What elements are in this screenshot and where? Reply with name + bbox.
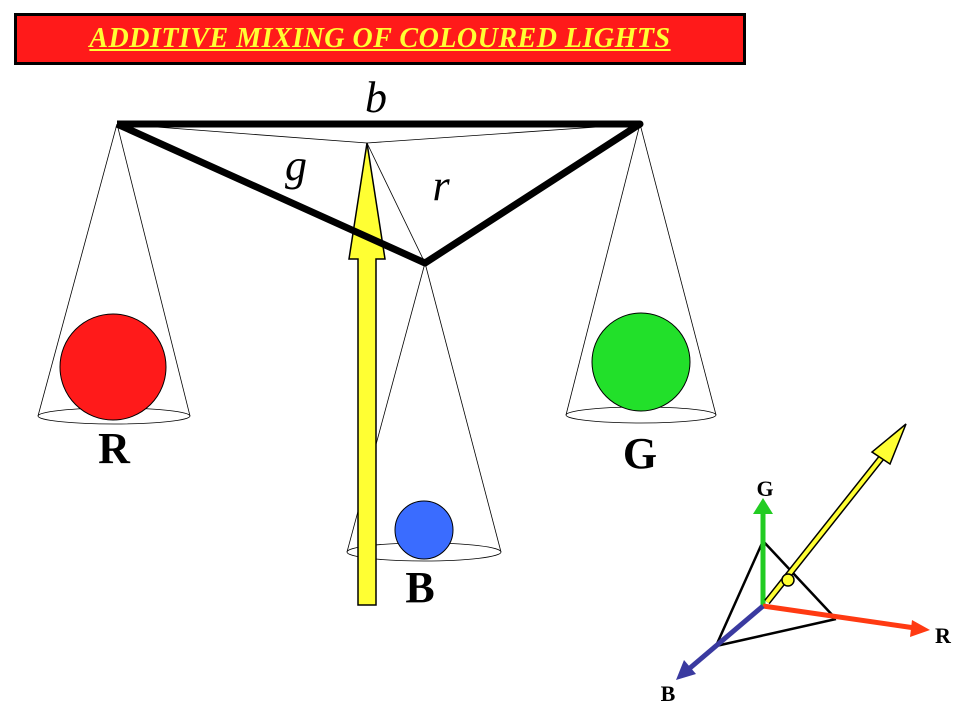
red-light-ball — [59, 313, 167, 421]
small-arrow-head — [870, 423, 907, 466]
blue-light-ball — [394, 500, 454, 560]
green-axis-arrowhead — [753, 498, 773, 514]
axis-label-g: G — [756, 476, 773, 501]
rgb-axes-diagram: G R B — [661, 423, 952, 706]
green-cone-right-edge — [639, 123, 717, 416]
blue-light-assembly — [346, 142, 502, 562]
pyramid-edge-2 — [762, 540, 837, 620]
title-text: ADDITIVE MIXING OF COLOURED LIGHTS — [89, 23, 671, 54]
green-light-label: G — [623, 429, 657, 478]
intersection-point — [781, 573, 795, 587]
label-r: r — [432, 161, 450, 210]
axis-label-b: B — [661, 681, 676, 706]
red-axis-line — [762, 603, 916, 631]
axis-label-r: R — [935, 623, 952, 648]
red-cone-left-edge — [37, 123, 118, 417]
blue-light-label: B — [405, 563, 434, 612]
green-cone-left-edge — [565, 123, 641, 416]
blue-axis-line — [688, 604, 765, 670]
red-light-assembly — [37, 123, 191, 425]
red-cone-right-edge — [116, 123, 191, 417]
green-light-ball — [591, 312, 691, 412]
red-light-label: R — [98, 424, 131, 473]
blue-axis-arrowhead — [676, 660, 696, 680]
blue-cone-right-edge — [424, 262, 502, 553]
pyramid-edge-3 — [715, 617, 837, 648]
green-light-assembly — [565, 123, 717, 424]
apex-string — [366, 142, 426, 264]
red-axis-arrowhead — [910, 620, 930, 637]
pyramid-edge-1 — [714, 540, 765, 647]
label-b: b — [365, 73, 387, 122]
label-g: g — [285, 141, 307, 190]
title-banner: ADDITIVE MIXING OF COLOURED LIGHTS — [14, 13, 746, 65]
balance-triangle — [115, 120, 644, 267]
resultant-arrow — [348, 142, 386, 606]
